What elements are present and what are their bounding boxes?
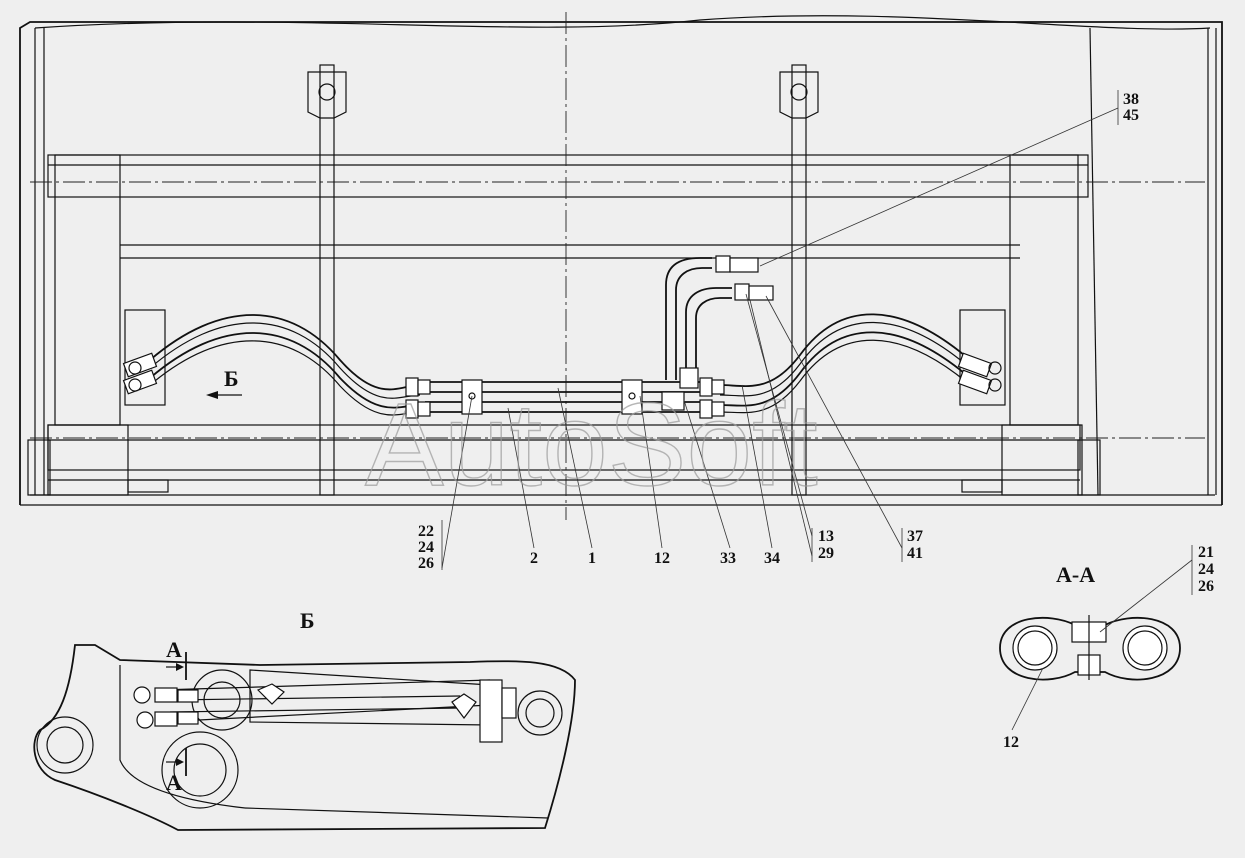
leader-lines — [441, 90, 1119, 570]
view-b-arrow-label: Б — [224, 366, 239, 391]
callout-21: 21 — [1198, 544, 1214, 561]
callout-38: 38 — [1123, 91, 1139, 108]
view-b-arrow: Б — [206, 366, 242, 399]
view-b-title: Б — [300, 608, 315, 633]
callout-24: 24 — [418, 539, 434, 556]
callout-12-section: 12 — [1003, 734, 1019, 751]
callout-2: 2 — [530, 550, 538, 567]
callout-37: 37 — [907, 528, 923, 545]
view-b: Б А А — [33, 608, 576, 831]
callout-45: 45 — [1123, 107, 1139, 124]
cut-mark-a-top: А — [166, 637, 182, 662]
callout-1: 1 — [588, 550, 596, 567]
callout-29: 29 — [818, 545, 834, 562]
callout-26: 26 — [418, 555, 434, 572]
section-aa-title: А-А — [1056, 562, 1095, 587]
watermark: AutoSoft — [365, 379, 818, 511]
callout-22: 22 — [418, 523, 434, 540]
callout-26-section: 26 — [1198, 578, 1214, 595]
cut-mark-a-bottom: А — [166, 770, 182, 795]
callout-labels: 38 45 22 24 26 2 1 12 33 34 13 29 37 41 — [418, 91, 1139, 572]
section-a-a: А-А 21 24 26 12 — [999, 544, 1214, 751]
callout-34: 34 — [764, 550, 780, 567]
bucket-frame — [19, 12, 1223, 520]
callout-13: 13 — [818, 528, 834, 545]
hydraulic-hoses — [122, 255, 1002, 419]
callout-41: 41 — [907, 545, 923, 562]
callout-12: 12 — [654, 550, 670, 567]
callout-24-section: 24 — [1198, 561, 1214, 578]
callout-33: 33 — [720, 550, 736, 567]
